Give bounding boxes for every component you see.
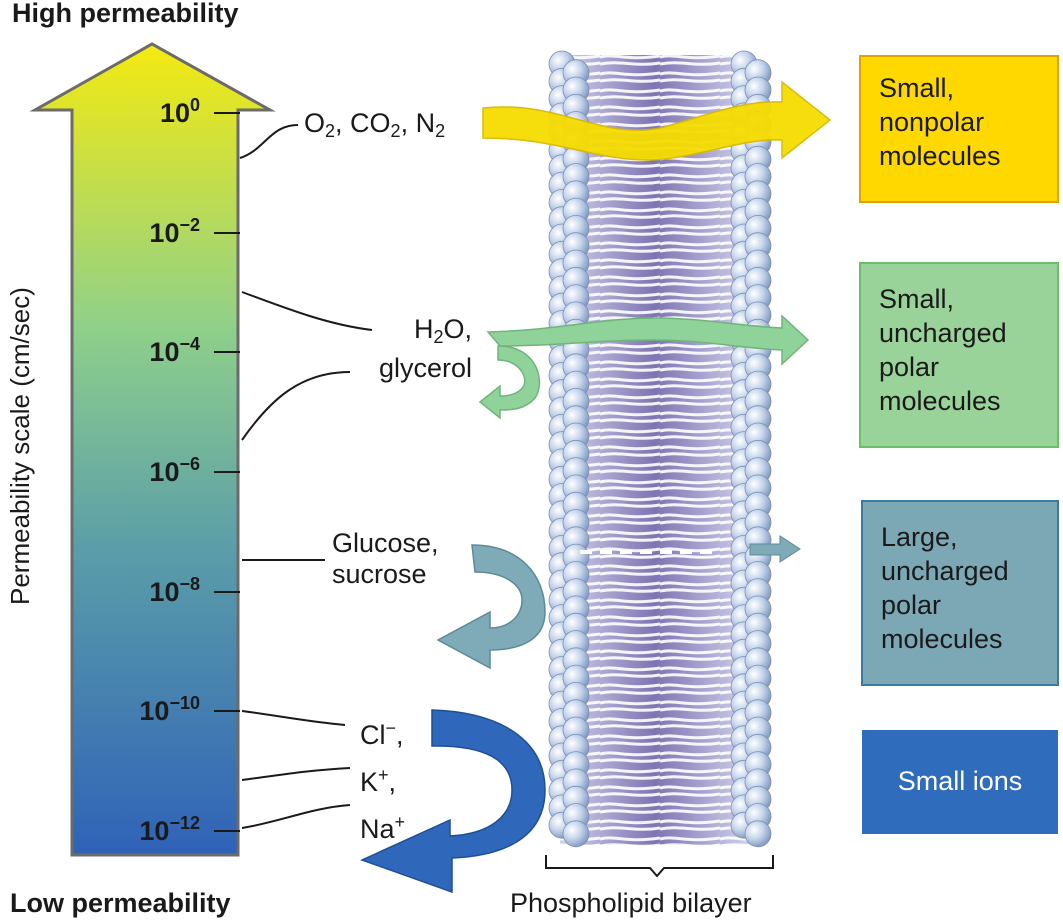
tick-label-minus-2: 10−2 [149, 215, 200, 248]
category-large-uncharged-polar: Large, uncharged polar molecules [861, 500, 1059, 686]
category-small-nonpolar: Small, nonpolar molecules [859, 55, 1059, 203]
phospholipid-head [744, 820, 772, 848]
low-permeability-label: Low permeability [10, 888, 231, 918]
glucose-reflected-arrow [436, 544, 546, 670]
tick-label-minus-12: 10−12 [139, 813, 200, 846]
tick-label-minus-10: 10−10 [139, 693, 200, 726]
ions-reflected-arrow [360, 709, 546, 894]
ions-label: Cl−, K+, Na+ [360, 718, 406, 844]
tick-label-minus-6: 10−6 [149, 454, 200, 487]
water-reflected-arrow [478, 345, 541, 420]
glucose-crossing-arrow [749, 535, 801, 563]
tick-label-minus-8: 10−8 [149, 574, 200, 607]
phospholipid-bilayer [548, 50, 772, 848]
category-small-uncharged-polar: Small, uncharged polar molecules [859, 262, 1059, 448]
tick-label-minus-4: 10−4 [149, 334, 200, 367]
nonpolar-crossing-arrow [482, 80, 832, 161]
bilayer-bracket [545, 855, 774, 878]
leader-lines [239, 124, 373, 829]
tick-marks [214, 112, 240, 832]
high-permeability-label: High permeability [12, 0, 239, 28]
tick-label-0: 100 [159, 95, 200, 128]
permeability-scale-arrow [29, 42, 276, 857]
category-small-ions: Small ions [862, 730, 1058, 834]
water-crossing-arrow [486, 314, 810, 366]
phospholipid-head [562, 820, 590, 848]
glucose-sucrose-label: Glucose, sucrose [332, 528, 439, 589]
bilayer-label: Phospholipid bilayer [510, 888, 752, 918]
gases-label: O2, CO2, N2 [304, 108, 446, 141]
water-glycerol-label: H2O, glycerol [378, 314, 472, 383]
